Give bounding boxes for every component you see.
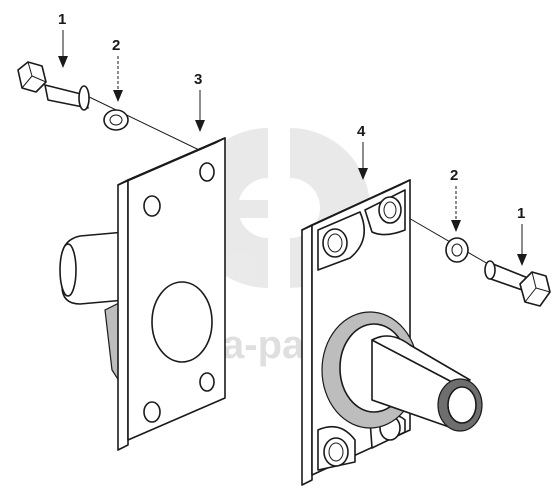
callout-number: 2 (112, 37, 120, 54)
arrow-down-icon (58, 56, 68, 68)
plate-left-hole-2 (199, 162, 215, 182)
callout-number: 2 (450, 167, 458, 184)
plate-left-bore (151, 281, 213, 363)
washer-left (103, 109, 129, 131)
arrow-down-icon (113, 90, 123, 102)
bolt-left (17, 61, 90, 111)
plate-left-hole-1 (143, 195, 161, 217)
housing-right-edge (301, 224, 313, 486)
housing-right-hole-2 (378, 196, 402, 224)
arrow-down-icon (451, 220, 461, 232)
callout-number: 1 (517, 205, 525, 222)
callout-number: 3 (194, 71, 202, 88)
callout-3: 3 (194, 71, 205, 132)
plate-left (59, 137, 226, 451)
housing-right (301, 179, 483, 486)
housing-right-hole-1 (322, 228, 348, 258)
plate-left-edge (117, 179, 129, 451)
plate-left-hole-4 (199, 372, 215, 392)
housing-right-hole-3 (323, 437, 349, 467)
arrow-down-icon (358, 168, 368, 180)
bolt-right (484, 260, 551, 307)
washer-right (445, 237, 469, 263)
callout-2-right: 2 (450, 167, 461, 232)
callout-1-right: 1 (517, 205, 527, 266)
callout-number: 4 (357, 123, 366, 140)
axis-line-right (394, 209, 496, 269)
callout-1-left: 1 (58, 11, 68, 68)
plate-left-hole-3 (143, 401, 161, 423)
callout-4: 4 (357, 123, 368, 180)
arrow-down-icon (195, 120, 205, 132)
callout-2-left: 2 (112, 37, 123, 102)
arrow-down-icon (517, 254, 527, 266)
callout-number: 1 (58, 11, 66, 28)
